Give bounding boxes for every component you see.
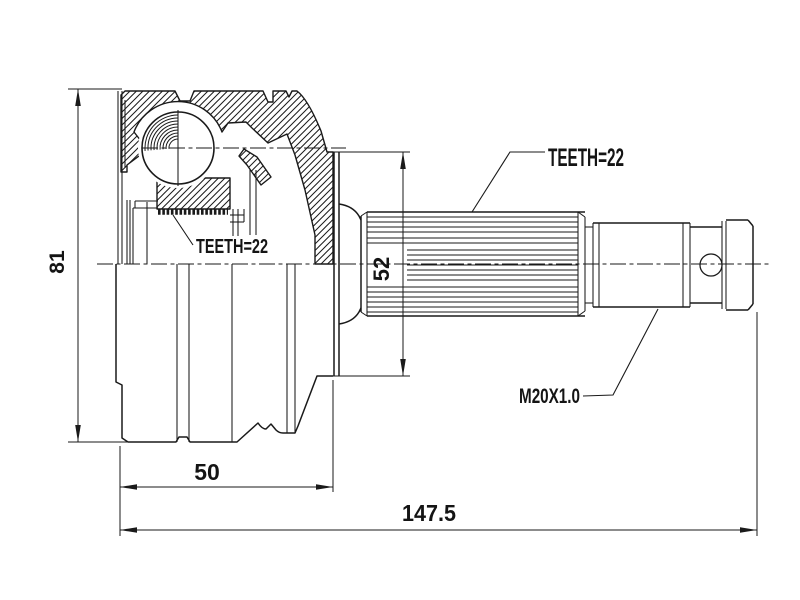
end-cap xyxy=(726,219,754,311)
teeth-label-inner: TEETH=22 xyxy=(196,236,268,258)
arrow-right xyxy=(316,484,333,490)
threaded-section xyxy=(592,222,691,308)
inner-spline-serration xyxy=(158,208,228,215)
dim-81-label: 81 xyxy=(46,250,69,274)
teeth-label-top: TEETH=22 xyxy=(548,144,624,172)
pin-collar xyxy=(690,221,727,309)
hub-bore-details xyxy=(117,91,257,264)
label-thread-spec: M20X1.0 xyxy=(519,308,659,408)
arrow-left xyxy=(120,527,137,533)
body-exterior xyxy=(115,264,333,443)
arrow-up xyxy=(75,89,81,106)
dimension-body-length: 50 xyxy=(119,380,334,536)
cotter-pin-hole xyxy=(699,253,723,277)
outer-race-section xyxy=(120,90,334,265)
dimension-seat-diameter: 52 xyxy=(369,152,406,376)
dim-147-5-label: 147.5 xyxy=(402,500,456,526)
dim-52-label: 52 xyxy=(369,257,394,281)
leader-line xyxy=(471,151,545,213)
dim-50-label: 50 xyxy=(194,459,220,485)
dimension-overall-height: 81 xyxy=(46,88,127,443)
label-shaft-spline-teeth: TEETH=22 xyxy=(471,144,624,213)
arrow-left xyxy=(120,484,137,490)
leader-line xyxy=(582,308,659,397)
label-inner-spline-teeth: TEETH=22 xyxy=(172,214,268,258)
arrow-up xyxy=(400,152,406,169)
spline-ridge-lines xyxy=(367,216,578,313)
leader-line xyxy=(172,214,194,246)
spline-shaft xyxy=(366,211,593,317)
arrow-down xyxy=(400,359,406,376)
arrow-right xyxy=(740,527,757,533)
thread-label: M20X1.0 xyxy=(519,385,580,408)
cage-section xyxy=(238,148,272,186)
arrow-down xyxy=(75,425,81,442)
dimension-overall-length: 147.5 xyxy=(120,312,758,536)
